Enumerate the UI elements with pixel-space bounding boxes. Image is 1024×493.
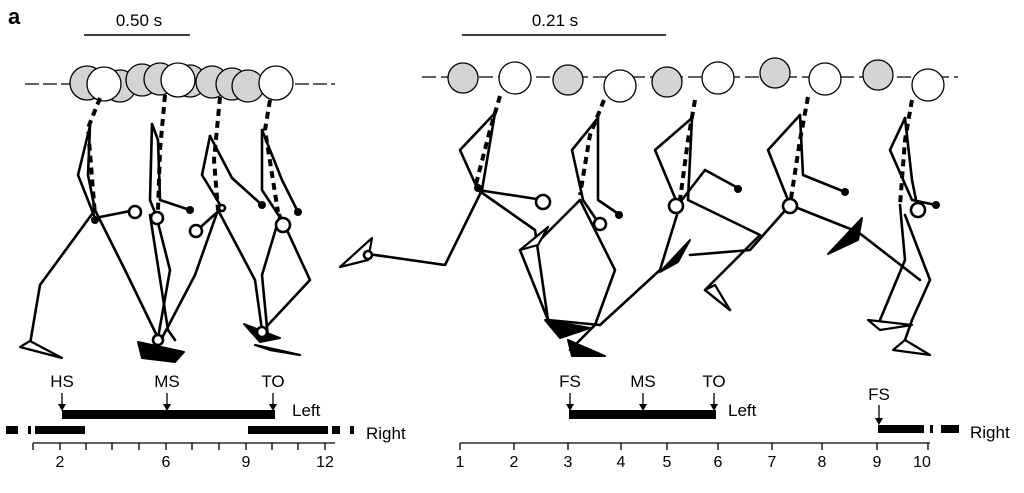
left-side-label: Left bbox=[728, 401, 757, 420]
right-tick-label: 1 bbox=[456, 454, 465, 471]
right-tick-label: 4 bbox=[617, 454, 626, 471]
left-stick-figure-3 bbox=[160, 96, 266, 340]
right-stick-figure-2 bbox=[518, 99, 623, 357]
hand-marker bbox=[932, 201, 940, 209]
right-panel: 0.21 s bbox=[338, 11, 1010, 471]
hand-marker bbox=[781, 197, 799, 215]
right-tick-label: 9 bbox=[873, 454, 882, 471]
right-tick-label: 5 bbox=[663, 454, 672, 471]
hand-marker bbox=[188, 223, 204, 239]
left-heads bbox=[69, 62, 294, 103]
head-gray bbox=[862, 59, 894, 91]
head-white bbox=[808, 62, 842, 96]
left-stick-figure-1 bbox=[18, 97, 160, 360]
right-tick-label: 3 bbox=[564, 454, 573, 471]
hand-marker bbox=[734, 185, 742, 193]
ankle-marker bbox=[255, 325, 269, 339]
right-side-label: Right bbox=[970, 423, 1010, 442]
left-frame-axis bbox=[32, 442, 335, 450]
right-foot-stance-bars bbox=[878, 425, 959, 433]
event-mid-stance-label: MS bbox=[630, 372, 656, 391]
left-panel: 0.50 s bbox=[6, 11, 406, 471]
panel-label: a bbox=[8, 4, 21, 29]
left-tick-label: 6 bbox=[162, 454, 171, 471]
event-foot-strike-label: FS bbox=[559, 372, 581, 391]
event-foot-strike-2-label: FS bbox=[868, 385, 890, 404]
hand-marker bbox=[294, 208, 302, 216]
right-side-label: Right bbox=[366, 424, 406, 443]
event-mid-stance-label: MS bbox=[154, 372, 180, 391]
event-heel-strike-label: HS bbox=[50, 372, 74, 391]
right-frame-axis bbox=[459, 442, 930, 450]
right-stick-figure-1 bbox=[338, 95, 602, 327]
head-gray bbox=[759, 57, 791, 89]
right-scale-label: 0.21 s bbox=[532, 11, 578, 30]
event-toe-off-label: TO bbox=[261, 372, 284, 391]
left-stick-figure-4 bbox=[243, 99, 312, 357]
left-tick-label: 12 bbox=[316, 454, 334, 471]
hand-marker bbox=[615, 211, 623, 219]
right-heads bbox=[447, 57, 945, 103]
head-white bbox=[86, 66, 122, 102]
hand-marker bbox=[258, 201, 266, 209]
head-white bbox=[911, 68, 945, 102]
hand-marker bbox=[186, 206, 194, 214]
right-stick-figure-3 bbox=[598, 99, 762, 327]
hand-marker bbox=[474, 184, 482, 192]
hand-marker bbox=[534, 193, 552, 211]
right-event-arrows bbox=[566, 393, 883, 425]
head-gray bbox=[447, 62, 479, 94]
left-tick-label: 9 bbox=[242, 454, 251, 471]
left-foot-stance-bar bbox=[62, 410, 275, 419]
head-gray bbox=[651, 66, 683, 98]
left-event-arrows bbox=[58, 393, 277, 411]
left-tick-label: 2 bbox=[56, 454, 65, 471]
left-side-label: Left bbox=[292, 401, 321, 420]
hand-marker bbox=[91, 216, 99, 224]
left-scale-label: 0.50 s bbox=[116, 11, 162, 30]
right-tick-label: 10 bbox=[913, 454, 931, 471]
right-stick-figure-4 bbox=[688, 96, 922, 282]
right-tick-label: 7 bbox=[768, 454, 777, 471]
head-white bbox=[160, 62, 196, 98]
hand-marker bbox=[274, 216, 292, 234]
hand-marker bbox=[149, 210, 165, 226]
ankle-marker bbox=[362, 249, 374, 261]
left-stick-figure-2 bbox=[137, 94, 194, 363]
hip-marker bbox=[217, 203, 227, 213]
head-white bbox=[701, 61, 735, 95]
left-foot-stance-bar bbox=[569, 410, 716, 419]
hand-marker bbox=[592, 216, 608, 232]
right-tick-label: 2 bbox=[510, 454, 519, 471]
head-white bbox=[603, 69, 637, 103]
ankle-marker bbox=[151, 333, 165, 347]
hand-marker bbox=[667, 197, 685, 215]
head-white bbox=[498, 61, 532, 95]
right-stick-figure-5 bbox=[866, 99, 940, 357]
hand-marker bbox=[841, 188, 849, 196]
hand-marker bbox=[909, 201, 927, 219]
right-tick-label: 6 bbox=[714, 454, 723, 471]
hand-marker bbox=[127, 204, 143, 220]
event-toe-off-label: TO bbox=[702, 372, 725, 391]
head-white bbox=[258, 65, 294, 101]
head-gray bbox=[552, 64, 584, 96]
right-foot-stance-bars bbox=[6, 426, 354, 434]
right-tick-label: 8 bbox=[818, 454, 827, 471]
